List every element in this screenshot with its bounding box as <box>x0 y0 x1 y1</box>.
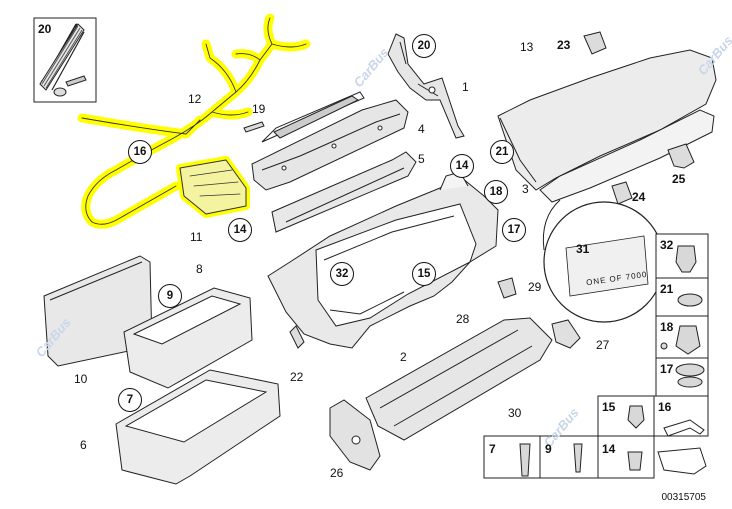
badge-inset-icon <box>542 199 665 323</box>
callout-4: 4 <box>418 122 425 136</box>
grid-part-shapes <box>519 245 707 477</box>
callout-12: 12 <box>188 92 202 106</box>
bracket-27-icon <box>551 319 581 349</box>
callout-22: 22 <box>290 370 304 384</box>
callout-21: 21 <box>490 140 514 164</box>
callout-23: 23 <box>557 38 571 52</box>
callout-6: 6 <box>80 438 87 452</box>
callout-32: 32 <box>330 262 354 286</box>
lower-tray-icon <box>115 369 281 485</box>
callout-16: 16 <box>128 140 152 164</box>
grid-label-15: 15 <box>602 400 616 414</box>
grid-label-32: 32 <box>660 238 674 252</box>
callout-8: 8 <box>196 262 203 276</box>
clip-24-icon <box>611 181 633 205</box>
clip-29-icon <box>497 277 517 299</box>
grid-label-7: 7 <box>489 442 496 456</box>
callout-18: 18 <box>484 180 508 204</box>
wiring-harness-highlight <box>77 13 311 229</box>
callout-9: 9 <box>158 284 182 308</box>
glovebox-frame-icon <box>267 171 499 349</box>
callout-19: 19 <box>252 102 266 116</box>
callout-13: 13 <box>520 40 534 54</box>
rod-icon <box>243 121 265 133</box>
callout-26: 26 <box>330 466 344 480</box>
damper-icon <box>289 325 305 349</box>
callout-7: 7 <box>118 388 142 412</box>
callout-20: 20 <box>412 34 436 58</box>
grid-label-18: 18 <box>660 320 674 334</box>
callout-5: 5 <box>418 152 425 166</box>
callout-20-box: 20 <box>38 22 52 36</box>
callout-10: 10 <box>74 372 88 386</box>
callout-28: 28 <box>456 312 470 326</box>
callout-14: 14 <box>228 218 252 242</box>
grid-label-14: 14 <box>602 442 616 456</box>
callout-24: 24 <box>632 190 646 204</box>
grid-label-17: 17 <box>660 362 674 376</box>
callout-1: 1 <box>462 80 469 94</box>
diagram-id: 00315705 <box>661 492 707 503</box>
callout-30: 30 <box>508 406 522 420</box>
grid-label-9: 9 <box>545 442 552 456</box>
storage-tray-icon <box>123 287 253 389</box>
callout-17: 17 <box>502 218 526 242</box>
callout-11: 11 <box>190 230 203 244</box>
callout-27: 27 <box>596 338 610 352</box>
callout-25: 25 <box>672 172 686 186</box>
support-rail-icon <box>251 91 409 191</box>
grid-label-16: 16 <box>658 400 672 414</box>
grid-label-21: 21 <box>660 282 674 296</box>
callout-3: 3 <box>522 182 529 196</box>
hinge-bracket-icon <box>387 33 465 139</box>
trim-strip-icon <box>271 151 417 233</box>
callout-31: 31 <box>576 242 590 256</box>
callout-29: 29 <box>528 280 542 294</box>
callout-14b: 14 <box>450 154 474 178</box>
callout-15: 15 <box>412 262 436 286</box>
parts-grid <box>483 233 709 479</box>
latch-icon <box>329 399 381 471</box>
callout-2: 2 <box>400 350 407 364</box>
clip-25-icon <box>667 143 695 169</box>
spring-assembly-icon <box>33 17 97 103</box>
lower-rail-icon <box>365 317 553 441</box>
glovebox-lid-icon <box>497 49 717 203</box>
clip-23-icon <box>583 31 607 55</box>
